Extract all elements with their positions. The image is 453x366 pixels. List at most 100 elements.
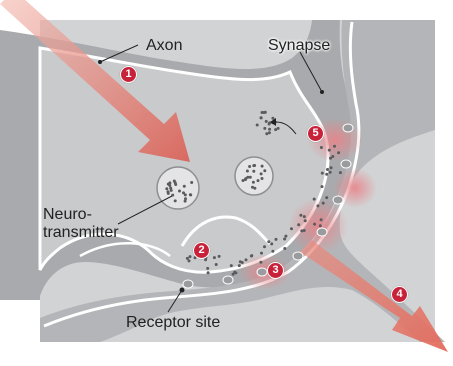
- neurotransmitter-dot: [186, 257, 189, 260]
- neurotransmitter-dot: [206, 267, 209, 270]
- neurotransmitter-dot: [165, 187, 168, 190]
- neurotransmitter-dot: [252, 181, 255, 184]
- neurotransmitter-dot: [252, 170, 255, 173]
- neurotransmitter-dot: [173, 180, 176, 183]
- neurotransmitter-dot: [245, 258, 248, 261]
- neurotransmitter-label-line2: transmitter: [43, 224, 119, 241]
- neurotransmitter-dot: [189, 255, 192, 258]
- neurotransmitter-dot: [252, 164, 255, 167]
- neurotransmitter-dot: [170, 189, 173, 192]
- neurotransmitter-dot: [300, 229, 303, 232]
- neurotransmitter-dot: [167, 192, 170, 195]
- neurotransmitter-dot: [265, 120, 268, 123]
- neurotransmitter-dot: [333, 145, 336, 148]
- neurotransmitter-dot: [271, 117, 274, 120]
- receptor-bump: [343, 124, 353, 132]
- neurotransmitter-dot: [313, 223, 316, 226]
- receptor-bump: [333, 196, 343, 204]
- receptor-bump: [293, 252, 303, 260]
- neurotransmitter-dot: [234, 271, 237, 274]
- neurotransmitter-dot: [303, 215, 306, 218]
- neurotransmitter-dot: [204, 258, 207, 261]
- neurotransmitter-dot: [244, 177, 247, 180]
- neurotransmitter-dot: [326, 168, 329, 171]
- neurotransmitter-dot: [283, 238, 286, 241]
- neurotransmitter-dot: [319, 224, 322, 227]
- step-3-badge: 3: [267, 262, 284, 279]
- neurotransmitter-dot: [215, 263, 218, 266]
- neurotransmitter-dot: [270, 242, 273, 245]
- neurotransmitter-dot: [238, 264, 241, 267]
- neurotransmitter-dot: [297, 223, 300, 226]
- neurotransmitter-dot: [261, 111, 264, 114]
- neurotransmitter-dot: [268, 131, 271, 134]
- neurotransmitter-dot: [313, 198, 316, 201]
- neurotransmitter-dot: [259, 261, 262, 264]
- receptor-site-label: Receptor site: [126, 314, 220, 331]
- neurotransmitter-dot: [263, 169, 266, 172]
- neurotransmitter-dot: [320, 218, 323, 221]
- neurotransmitter-dot: [213, 256, 216, 259]
- neurotransmitter-dot: [260, 172, 263, 175]
- neurotransmitter-dot: [250, 254, 253, 257]
- neurotransmitter-dot: [264, 111, 267, 114]
- neurotransmitter-dot: [304, 219, 307, 222]
- neurotransmitter-dot: [256, 124, 259, 127]
- step-2-badge: 2: [193, 242, 210, 259]
- neurotransmitter-dot: [260, 116, 263, 119]
- neurotransmitter-dot: [248, 165, 251, 168]
- neurotransmitter-dot: [168, 184, 171, 187]
- neurotransmitter-dot: [283, 247, 286, 250]
- neurotransmitter-dot: [321, 185, 324, 188]
- neurotransmitter-dot: [183, 185, 186, 188]
- neurotransmitter-dot: [325, 173, 328, 176]
- neurotransmitter-dot: [230, 264, 233, 267]
- neurotransmitter-dot: [178, 190, 181, 193]
- neurotransmitter-dot: [261, 165, 264, 168]
- neurotransmitter-dot: [184, 193, 187, 196]
- neurotransmitter-dot: [290, 227, 293, 230]
- receptor-bump: [223, 276, 233, 284]
- step-5-badge: 5: [307, 125, 324, 142]
- neurotransmitter-dot: [207, 271, 210, 274]
- neurotransmitter-dot: [331, 155, 334, 158]
- neurotransmitter-dot: [246, 170, 249, 173]
- neurotransmitter-dot: [263, 127, 266, 130]
- synapse-label: Synapse: [268, 37, 330, 54]
- neurotransmitter-dot: [188, 259, 191, 262]
- neurotransmitter-dot: [284, 235, 287, 238]
- neurotransmitter-dot: [268, 128, 271, 131]
- receptor-bump: [183, 280, 193, 288]
- neurotransmitter-dot: [257, 179, 260, 182]
- neurotransmitter-dot: [329, 171, 332, 174]
- neurotransmitter-dot: [339, 171, 342, 174]
- neurotransmitter-dot: [322, 202, 325, 205]
- receptor-bump: [341, 160, 351, 168]
- neurotransmitter-dot: [320, 146, 323, 149]
- neurotransmitter-dot: [251, 186, 254, 189]
- neurotransmitter-dot: [174, 199, 177, 202]
- receptor-bump: [317, 228, 327, 236]
- neurotransmitter-dot: [239, 260, 242, 263]
- neurotransmitter-dot: [184, 197, 187, 200]
- neurotransmitter-dot: [330, 166, 333, 169]
- neurotransmitter-dot: [265, 132, 268, 135]
- neurotransmitter-dot: [232, 273, 235, 276]
- neurotransmitter-dot: [274, 128, 277, 131]
- neurotransmitter-dot: [267, 240, 270, 243]
- neurotransmitter-dot: [271, 250, 274, 253]
- axon-label: Axon: [146, 37, 182, 54]
- step-1-badge: 1: [120, 66, 137, 83]
- neurotransmitter-dot: [242, 179, 245, 182]
- receptor-bump: [257, 268, 267, 276]
- neurotransmitter-dot: [299, 214, 302, 217]
- neurotransmitter-dot: [263, 245, 266, 248]
- neurotransmitter-dot: [337, 151, 340, 154]
- step-4-badge: 4: [391, 286, 408, 303]
- neurotransmitter-dot: [261, 177, 264, 180]
- neurotransmitter-dot: [249, 176, 252, 179]
- neurotransmitter-dot: [275, 238, 278, 241]
- neurotransmitter-dot: [316, 204, 319, 207]
